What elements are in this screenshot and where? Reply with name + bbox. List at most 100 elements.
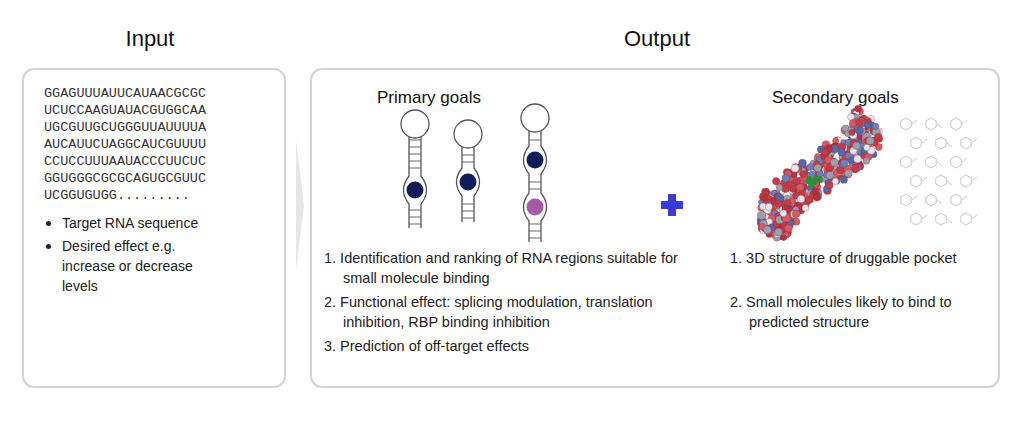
base-pair (462, 155, 474, 156)
atom (798, 159, 806, 167)
atom (772, 177, 779, 184)
atom (780, 210, 787, 217)
atom (848, 156, 854, 162)
stem-strand (404, 137, 410, 228)
molecule-bond (962, 158, 967, 162)
base-pair (409, 161, 421, 162)
molecule-bond (937, 162, 942, 166)
atom (802, 204, 809, 211)
atom (832, 178, 839, 185)
hairpin-loop (521, 104, 549, 132)
goal-heading: Secondary goals (772, 87, 899, 110)
atom (759, 193, 767, 201)
atom (800, 170, 807, 177)
atom (854, 155, 862, 163)
atom (826, 182, 833, 189)
molecule-ring (951, 194, 961, 206)
base-pair (529, 189, 541, 190)
goal-item: 1. Identification and ranking of RNA reg… (324, 248, 715, 288)
atom (856, 127, 863, 134)
input-item: Desired effect e.g. increase or decrease… (62, 236, 227, 296)
atom (783, 185, 790, 192)
base-pair (462, 204, 474, 205)
atom (840, 159, 848, 167)
molecule-bond (937, 200, 942, 204)
molecule-ring (961, 137, 971, 149)
rna-hairpin (454, 120, 482, 222)
atom (851, 164, 859, 172)
atom (875, 133, 882, 140)
atom (777, 195, 784, 202)
atom (872, 123, 879, 130)
base-pair (409, 217, 421, 218)
binding-site (527, 152, 544, 169)
molecule-bond (947, 181, 952, 185)
atom (844, 169, 852, 177)
atom (781, 234, 787, 240)
stem-strand (421, 137, 427, 228)
atom (830, 158, 838, 166)
goal-item: 2. Functional effect: splicing modulatio… (324, 292, 715, 332)
atom (763, 226, 771, 234)
atom (855, 119, 863, 127)
atom (814, 164, 822, 172)
atom (837, 167, 844, 174)
molecule-ring (901, 118, 911, 130)
molecule-ring (926, 118, 936, 130)
molecule-ring (926, 194, 936, 206)
stem-strand (524, 131, 530, 242)
goal-heading: Primary goals (377, 87, 481, 110)
stem-strand (541, 131, 547, 242)
bullet-dot (46, 244, 51, 249)
base-pair (529, 231, 541, 232)
molecule-bond (912, 120, 917, 124)
base-pair (529, 140, 541, 141)
base-pair (409, 154, 421, 155)
atom (866, 137, 874, 145)
rna-hairpin (401, 110, 429, 228)
base-pair (409, 210, 421, 211)
atom (765, 203, 772, 210)
molecule-bond (922, 177, 927, 181)
molecule-bond (937, 124, 942, 128)
atom (838, 149, 845, 156)
atom (863, 158, 870, 165)
section-heading: Input (24, 26, 276, 52)
input-box: InputGGAGUUUAUUCAUAACGCGC UCUCCAAGUAUACG… (22, 68, 286, 388)
molecule-ring (961, 175, 971, 187)
atom (792, 210, 800, 218)
base-pair (409, 224, 421, 225)
molecule-bond (972, 177, 977, 181)
molecule-bond (947, 143, 952, 147)
atom (776, 184, 782, 190)
base-pair (409, 147, 421, 148)
atom (836, 167, 843, 174)
atom (822, 149, 829, 156)
base-pair (529, 182, 541, 183)
molecule-ring (901, 156, 911, 168)
atom (805, 196, 813, 204)
molecule-bond (922, 215, 927, 219)
rna-hairpins (401, 104, 549, 242)
small-molecules (901, 118, 977, 225)
molecule-bond (962, 120, 967, 124)
rna-3d-structure (757, 105, 882, 241)
atom (826, 171, 834, 179)
atom (849, 129, 855, 135)
molecule-ring (926, 156, 936, 168)
molecule-ring (901, 194, 911, 206)
molecule-bond (912, 196, 917, 200)
section-heading: Output (312, 26, 1002, 52)
atom (848, 157, 854, 163)
goal-item: 2. Small molecules likely to bind to pre… (730, 292, 1011, 332)
atom (807, 164, 814, 171)
base-pair (529, 238, 541, 239)
atom (793, 177, 800, 184)
atom (791, 164, 799, 172)
input-item: Target RNA sequence (62, 213, 262, 233)
molecule-ring (951, 156, 961, 168)
atom (758, 211, 766, 219)
